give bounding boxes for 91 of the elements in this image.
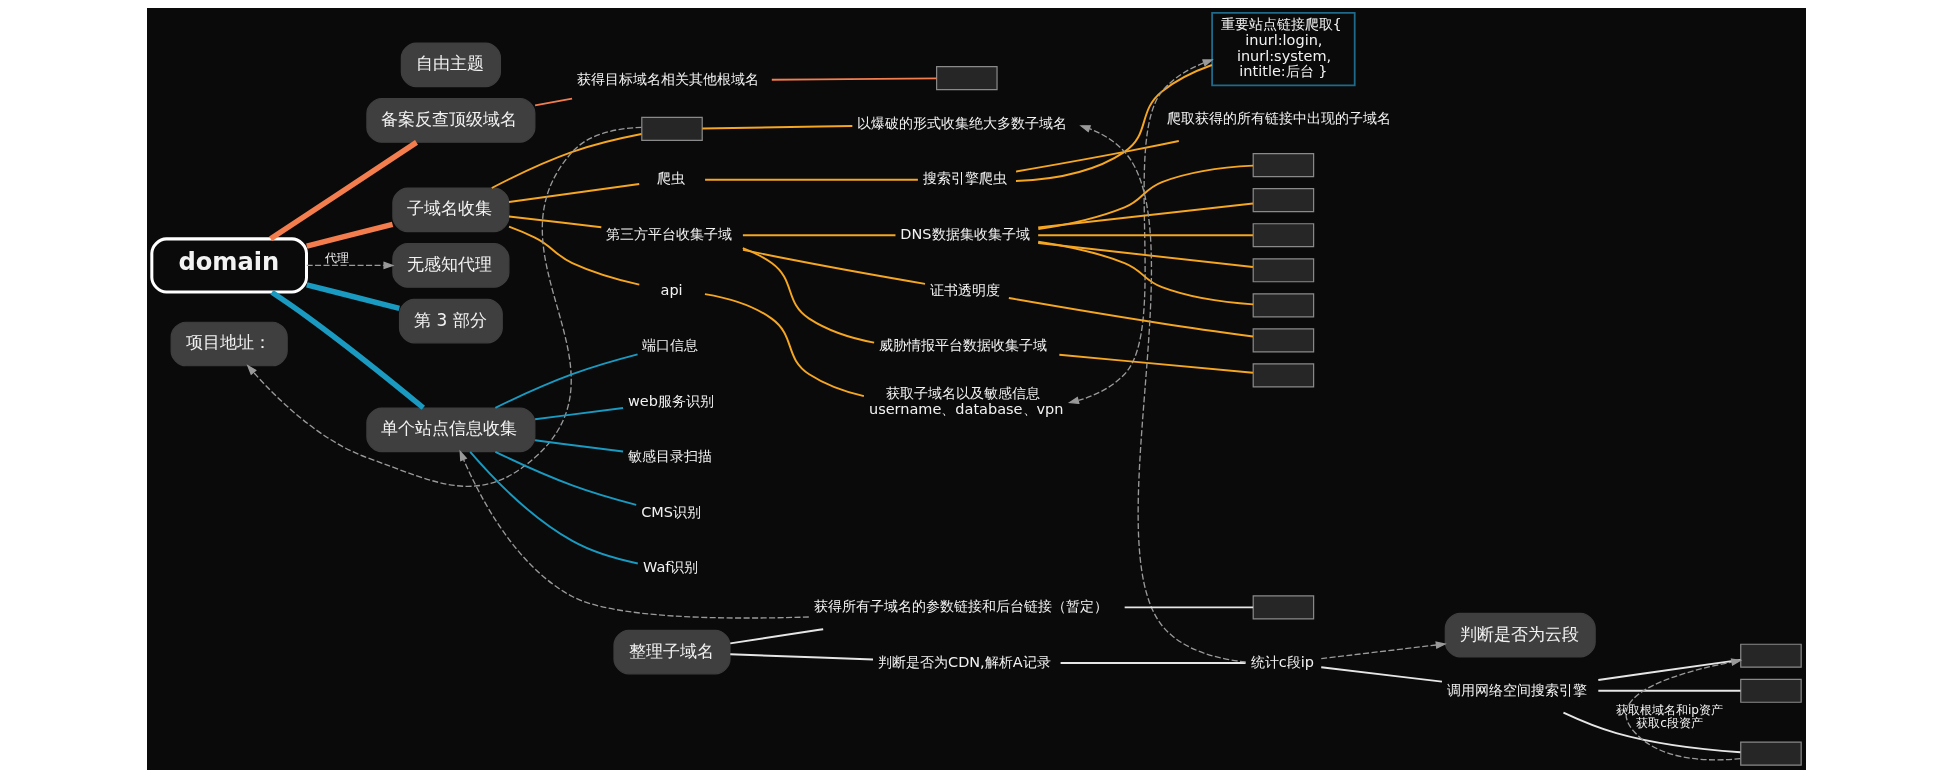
connector — [700, 125, 853, 130]
connector — [703, 293, 865, 398]
arrow — [1624, 658, 1742, 761]
node-box — [1252, 188, 1314, 213]
connector — [533, 439, 624, 453]
connector — [269, 289, 425, 410]
node-box: 整理子域名 — [612, 629, 731, 675]
connector — [741, 248, 926, 285]
node-box: 备案反查顶级域名 — [365, 98, 535, 143]
edge-label: 获取根域名和ip资产获取c段资产 — [1615, 702, 1723, 731]
connector — [1596, 689, 1741, 692]
connector — [1596, 658, 1741, 681]
connector — [728, 628, 824, 645]
node-box: 判断是否为云段 — [1444, 612, 1596, 658]
node-box: 第 3 部分 — [398, 298, 503, 344]
node-text: 调用网络空间搜索引擎 — [1446, 681, 1587, 698]
connector — [305, 221, 393, 249]
connector — [1036, 234, 1254, 237]
node-text: 判断是否为CDN,解析A记录 — [877, 653, 1051, 670]
connector — [493, 450, 637, 506]
arrow — [1078, 125, 1246, 663]
connector — [1036, 164, 1254, 231]
connector — [1014, 64, 1213, 182]
arrow — [458, 449, 809, 619]
node-box: 单个站点信息收集 — [365, 407, 535, 453]
connector — [305, 282, 400, 311]
node-text: web服务识别 — [627, 392, 714, 409]
connector — [1036, 240, 1254, 306]
node-box — [1252, 223, 1314, 248]
node-box — [1739, 741, 1802, 766]
arrow — [1067, 59, 1214, 405]
node-text: DNS数据集收集子域 — [899, 225, 1030, 242]
node-text: 证书透明度 — [929, 281, 1000, 298]
node-text: 爬虫 — [656, 170, 685, 187]
node-box: 自由主题 — [400, 42, 501, 88]
node-text: 威胁情报平台数据收集子域 — [878, 337, 1047, 354]
node-text: 第三方平台收集子域 — [605, 225, 732, 242]
connector — [507, 183, 640, 203]
connector — [533, 97, 573, 107]
connector — [1007, 297, 1254, 338]
node-box — [935, 66, 998, 91]
connector — [1014, 140, 1180, 173]
connector — [533, 407, 624, 421]
node-box: 子域名收集 — [391, 187, 509, 233]
node-box — [1739, 643, 1802, 668]
connector — [493, 353, 639, 409]
node-text: 以爆破的形式收集绝大多数子域名 — [856, 114, 1067, 131]
connector — [507, 225, 640, 286]
node-box — [1252, 363, 1314, 388]
node-box — [1739, 678, 1802, 703]
node-text: CMS识别 — [640, 503, 701, 520]
connector — [741, 247, 875, 344]
node-box: domain — [149, 237, 308, 294]
arrow — [1320, 641, 1447, 660]
node-text: 获得目标域名相关其他根域名 — [576, 71, 759, 88]
arrow — [305, 261, 395, 270]
connector — [1036, 202, 1254, 229]
node-text: 统计c段ip — [1250, 653, 1314, 670]
node-text: 搜索引擎爬虫 — [922, 170, 1007, 187]
node-box — [1252, 153, 1314, 178]
node-box — [1252, 258, 1314, 283]
connector — [741, 234, 896, 237]
node-box — [640, 116, 703, 141]
connector — [1319, 666, 1443, 683]
node-text: 获得所有子域名的参数链接和后台链接（暂定） — [813, 598, 1108, 615]
node-text: 端口信息 — [641, 337, 698, 354]
connector — [1562, 711, 1741, 754]
connector — [490, 133, 642, 189]
connector — [1123, 606, 1254, 609]
connector — [703, 178, 919, 181]
connector — [1059, 662, 1247, 664]
node-text: 爬取获得的所有链接中出现的子域名 — [1166, 109, 1391, 126]
connector — [268, 140, 418, 242]
connector — [1057, 353, 1254, 374]
node-box — [1252, 328, 1314, 353]
edge-label: 代理 — [324, 250, 349, 265]
node-text: 获取子域名以及敏感信息 username、database、vpn — [868, 384, 1063, 417]
node-text: api — [660, 281, 683, 298]
node-box: 项目地址： — [170, 321, 288, 367]
connector — [728, 653, 874, 661]
node-box: 无感知代理 — [391, 243, 509, 288]
connector — [770, 77, 937, 81]
node-box — [1252, 293, 1314, 318]
node-box: 重要站点链接爬取{ inurl:login, inurl:system, intitle:后台 } — [1210, 12, 1356, 87]
arrow — [246, 126, 642, 487]
node-box — [1252, 595, 1314, 620]
connector — [507, 215, 602, 229]
node-text: 敏感目录扫描 — [627, 448, 712, 465]
node-text: Waf识别 — [642, 559, 698, 576]
connector — [468, 450, 639, 565]
connector — [1036, 242, 1254, 268]
